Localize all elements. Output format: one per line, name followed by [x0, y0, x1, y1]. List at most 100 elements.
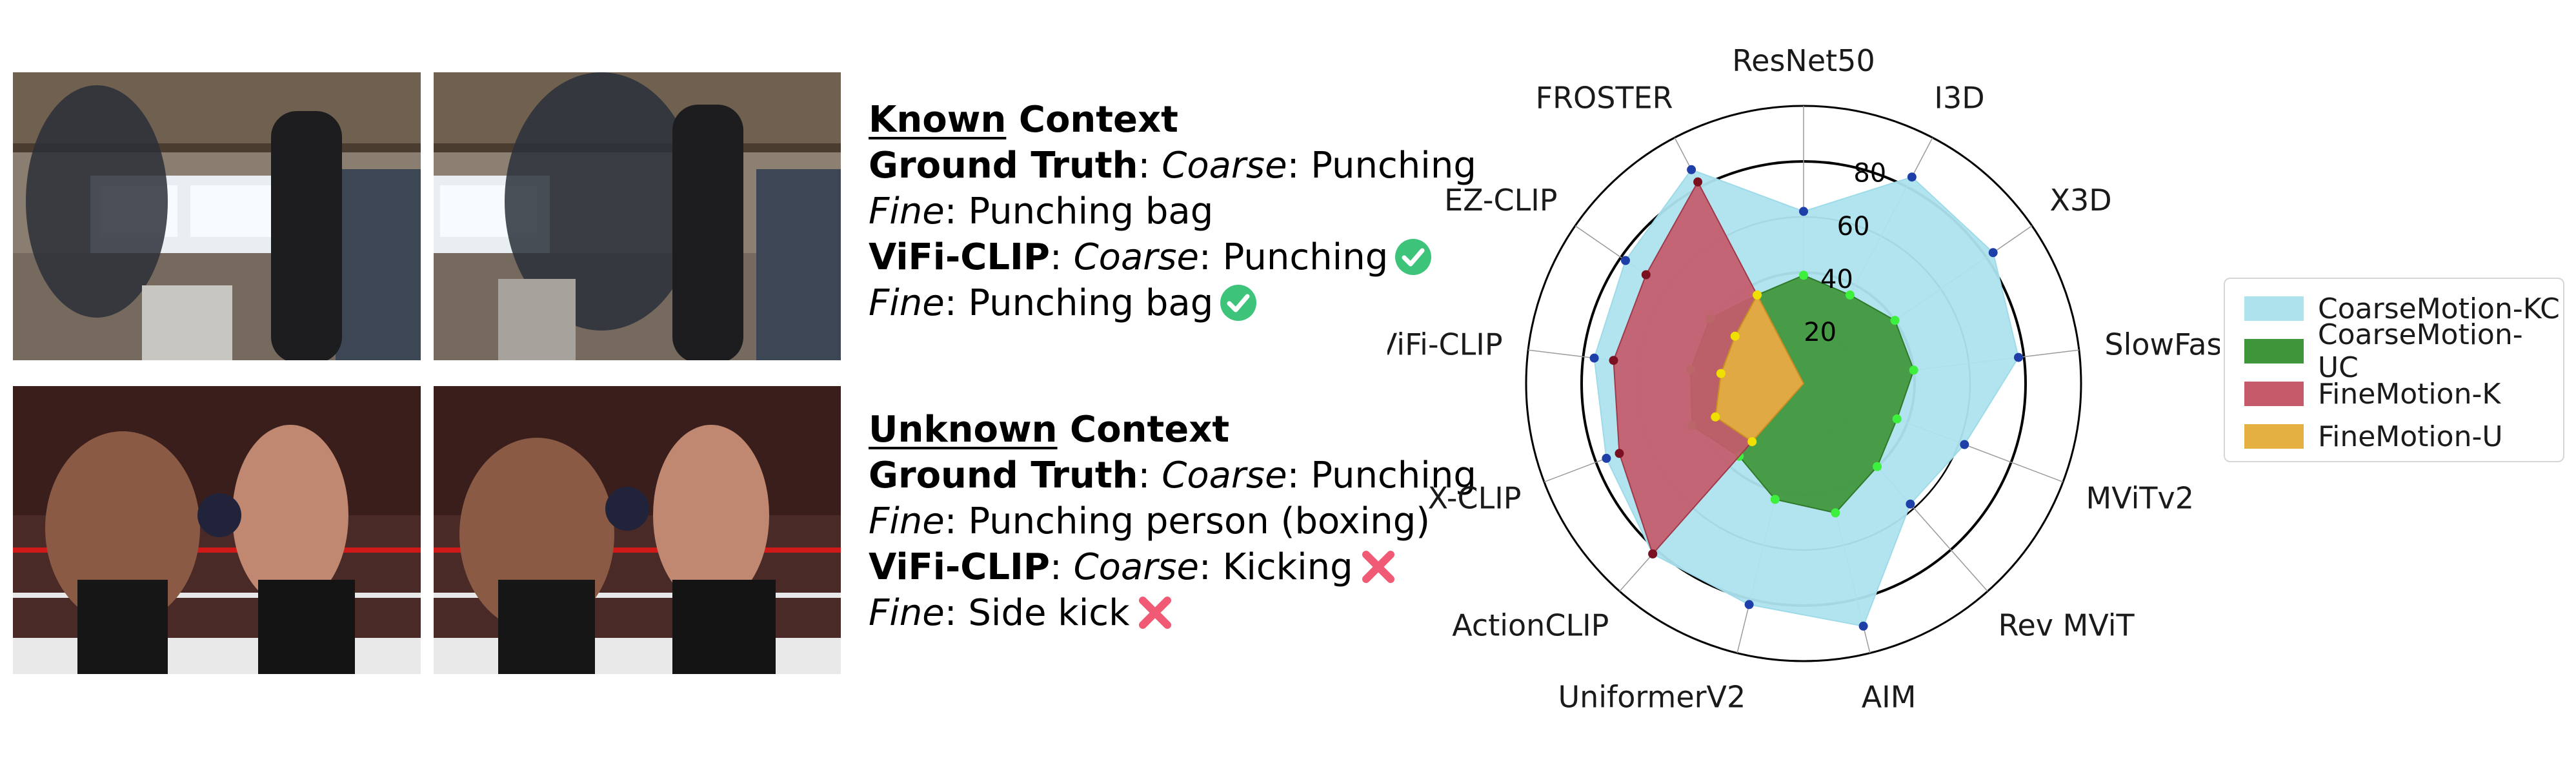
data-point-finemotion-u-actionclip [1747, 437, 1757, 447]
fine-word: Fine [869, 282, 945, 324]
axis-label-x3d: X3D [2050, 183, 2112, 218]
separator: : [1138, 455, 1162, 496]
legend-swatch [2244, 382, 2304, 406]
data-point-finemotion-k-vifi-clip [1609, 356, 1618, 365]
data-point-coarsemotion-kc-aim [1858, 621, 1868, 631]
ground-truth-label: Ground Truth [869, 145, 1138, 187]
data-point-coarsemotion-kc-rev-mvit [1906, 499, 1915, 509]
cross-icon [1136, 594, 1174, 642]
radial-tick-label-60: 60 [1837, 212, 1870, 241]
unknown-context-heading: Unknown Context [869, 407, 1476, 453]
data-point-coarsemotion-kc-uniformerv2 [1744, 600, 1754, 609]
data-point-coarsemotion-kc-slowfast [2014, 353, 2023, 362]
radial-tick-label-80: 80 [1853, 159, 1886, 189]
known-model-coarse-line: ViFi-CLIP: Coarse: Punching [869, 234, 1476, 280]
axis-label-uniformerv2: UniformerV2 [1558, 680, 1746, 715]
unknown-word: Unknown [869, 409, 1058, 451]
gt-coarse-value: : Punching [1287, 145, 1476, 187]
unknown-model-coarse-line: ViFi-CLIP: Coarse: Kicking [869, 544, 1476, 590]
coarse-word: Coarse [1073, 236, 1199, 278]
legend-label: FineMotion-K [2318, 377, 2501, 411]
legend-swatch [2244, 339, 2304, 363]
data-point-coarsemotion-uc-rev-mvit [1873, 462, 1882, 471]
ground-truth-label: Ground Truth [869, 455, 1138, 496]
axis-label-vifi-clip: ViFi-CLIP [1387, 327, 1503, 362]
data-point-coarsemotion-uc-mvitv2 [1892, 414, 1902, 424]
fine-word: Fine [869, 190, 945, 232]
check-circle-icon [1394, 238, 1432, 287]
coarse-word: Coarse [1162, 145, 1287, 187]
gt-fine-value: : Punching bag [944, 190, 1214, 232]
data-point-coarsemotion-kc-mvitv2 [1960, 440, 1969, 449]
unknown-gt-fine-line: Fine: Punching person (boxing) [869, 498, 1476, 544]
coarse-word: Coarse [1073, 546, 1199, 588]
data-point-finemotion-k-x-clip [1615, 449, 1624, 458]
fine-word: Fine [869, 500, 945, 542]
axis-label-i3d: I3D [1934, 80, 1984, 115]
separator: : [1138, 145, 1162, 187]
legend-item-coarsemotion-uc: CoarseMotion-UC [2244, 318, 2563, 384]
gt-coarse-value: : Punching [1287, 455, 1476, 496]
known-ground-truth-line: Ground Truth: Coarse: Punching [869, 143, 1476, 189]
data-point-finemotion-u-vifi-clip [1716, 369, 1726, 378]
context-word: Context [1006, 99, 1178, 141]
axis-label-aim: AIM [1862, 680, 1917, 715]
gt-fine-value: : Punching person (boxing) [944, 500, 1431, 542]
data-point-coarsemotion-uc-uniformerv2 [1770, 495, 1780, 504]
axis-label-resnet50: ResNet50 [1732, 43, 1875, 78]
radar-chart: 20406080ResNet50I3DX3DSlowFastMViTv2Rev … [1387, 43, 2220, 715]
data-point-coarsemotion-kc-froster [1687, 165, 1696, 174]
frame-boxing-2 [434, 386, 841, 674]
data-point-coarsemotion-kc-i3d [1907, 172, 1917, 182]
legend-item-finemotion-u: FineMotion-U [2244, 416, 2503, 457]
model-label: ViFi-CLIP [869, 236, 1050, 278]
known-context-block: Known Context Ground Truth: Coarse: Punc… [869, 97, 1476, 326]
frame-boxing-1 [13, 386, 421, 674]
legend-swatch [2244, 424, 2304, 449]
axis-label-rev-mvit: Rev MViT [1998, 608, 2135, 642]
frame-punching-bag-2 [434, 72, 841, 360]
legend-swatch [2244, 296, 2304, 321]
axis-label-ez-clip: EZ-CLIP [1444, 183, 1557, 218]
legend-label: CoarseMotion-KC [2318, 292, 2560, 325]
legend-label: CoarseMotion-UC [2317, 318, 2523, 384]
separator: : [1049, 546, 1074, 588]
data-point-coarsemotion-kc-resnet50 [1799, 207, 1808, 216]
known-model-fine-line: Fine: Punching bag [869, 280, 1476, 326]
axis-label-x-clip: X-CLIP [1428, 480, 1522, 515]
data-point-coarsemotion-kc-x-clip [1602, 453, 1611, 463]
data-point-coarsemotion-uc-i3d [1845, 290, 1855, 300]
data-point-finemotion-k-actionclip [1648, 549, 1658, 558]
data-point-finemotion-u-x-clip [1711, 412, 1720, 422]
data-point-coarsemotion-kc-vifi-clip [1589, 353, 1599, 363]
model-label: ViFi-CLIP [869, 546, 1050, 588]
axis-label-mvitv2: MViTv2 [2086, 480, 2195, 515]
radial-tick-label-20: 20 [1804, 318, 1836, 347]
unknown-ground-truth-line: Ground Truth: Coarse: Punching [869, 453, 1476, 498]
known-gt-fine-line: Fine: Punching bag [869, 189, 1476, 234]
context-word: Context [1057, 409, 1230, 451]
pred-fine-value: : Side kick [944, 592, 1130, 634]
data-point-coarsemotion-uc-aim [1831, 508, 1840, 518]
data-point-coarsemotion-uc-x3d [1890, 316, 1900, 325]
data-point-coarsemotion-uc-slowfast [1909, 365, 1918, 375]
data-point-coarsemotion-kc-ez-clip [1621, 256, 1630, 265]
data-point-finemotion-k-froster [1693, 177, 1703, 187]
data-point-coarsemotion-kc-x3d [1988, 248, 1998, 258]
separator: : [1049, 236, 1074, 278]
legend-label: FineMotion-U [2318, 420, 2503, 453]
pred-fine-value: : Punching bag [944, 282, 1214, 324]
data-point-finemotion-k-ez-clip [1641, 270, 1651, 280]
frame-punching-bag-1 [13, 72, 421, 360]
fine-word: Fine [869, 592, 945, 634]
pred-coarse-value: : Punching [1198, 236, 1389, 278]
legend-item-finemotion-k: FineMotion-K [2244, 373, 2501, 414]
known-word: Known [869, 99, 1007, 141]
data-point-finemotion-u-ez-clip [1730, 331, 1740, 341]
axis-label-slowfast: SlowFast [2104, 327, 2220, 362]
known-context-heading: Known Context [869, 97, 1476, 143]
axis-label-actionclip: ActionCLIP [1452, 608, 1609, 642]
cross-icon [1360, 548, 1397, 597]
unknown-context-block: Unknown Context Ground Truth: Coarse: Pu… [869, 407, 1476, 636]
